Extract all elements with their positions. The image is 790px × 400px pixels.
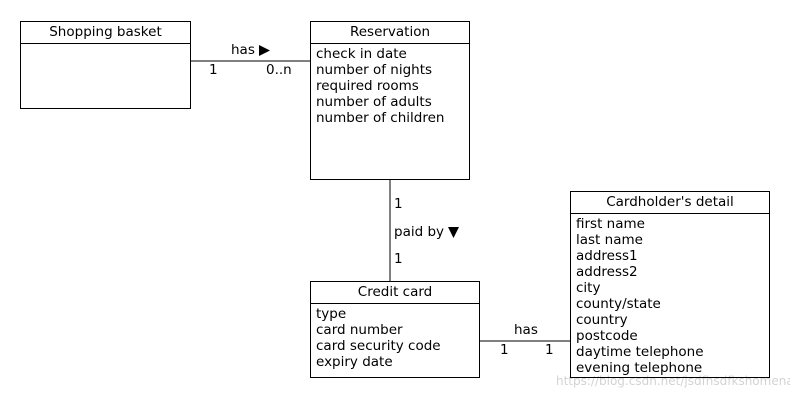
- attribute: card security code: [316, 338, 441, 354]
- association-label: has: [514, 322, 538, 338]
- multiplicity: 0..n: [266, 62, 292, 78]
- class-cardholder-detail: Cardholder's detail first name last name…: [570, 191, 770, 378]
- attribute: country: [576, 312, 628, 328]
- attribute: type: [316, 306, 347, 322]
- association-name: has: [231, 42, 255, 58]
- association-label: has: [231, 42, 270, 58]
- attribute: address2: [576, 264, 638, 280]
- attribute: daytime telephone: [576, 344, 704, 360]
- class-title: Credit card: [311, 282, 479, 304]
- class-reservation: Reservation check in date number of nigh…: [310, 21, 470, 180]
- attribute-list: first name last name address1 address2 c…: [571, 214, 769, 376]
- multiplicity: 1: [500, 342, 509, 358]
- class-title: Reservation: [311, 22, 469, 44]
- class-credit-card: Credit card type card number card securi…: [310, 281, 480, 378]
- multiplicity: 1: [394, 251, 403, 267]
- attribute: card number: [316, 322, 403, 338]
- attribute: number of nights: [316, 62, 433, 78]
- attribute: check in date: [316, 46, 407, 62]
- attribute: address1: [576, 248, 638, 264]
- association-name: paid by: [394, 224, 445, 240]
- class-shopping-basket: Shopping basket: [20, 21, 191, 109]
- attribute: county/state: [576, 296, 661, 312]
- attribute: required rooms: [316, 78, 419, 94]
- attribute: last name: [576, 232, 643, 248]
- attribute: first name: [576, 216, 645, 232]
- attribute-list: check in date number of nights required …: [311, 44, 469, 126]
- attribute: expiry date: [316, 354, 393, 370]
- attribute: city: [576, 280, 601, 296]
- multiplicity: 1: [545, 342, 554, 358]
- attribute: postcode: [576, 328, 638, 344]
- multiplicity: 1: [209, 62, 218, 78]
- direction-down-icon: [448, 226, 460, 238]
- attribute: evening telephone: [576, 360, 703, 376]
- class-title: Shopping basket: [21, 22, 190, 44]
- attribute: number of adults: [316, 94, 432, 110]
- multiplicity: 1: [394, 196, 403, 212]
- attribute: number of children: [316, 110, 445, 126]
- class-title: Cardholder's detail: [571, 192, 769, 214]
- direction-right-icon: [258, 44, 270, 56]
- watermark: https://blog.csdn.net/jsdfhsdfkshomena: [556, 374, 790, 388]
- attribute-list: type card number card security code expi…: [311, 304, 479, 370]
- association-label: paid by: [394, 224, 460, 240]
